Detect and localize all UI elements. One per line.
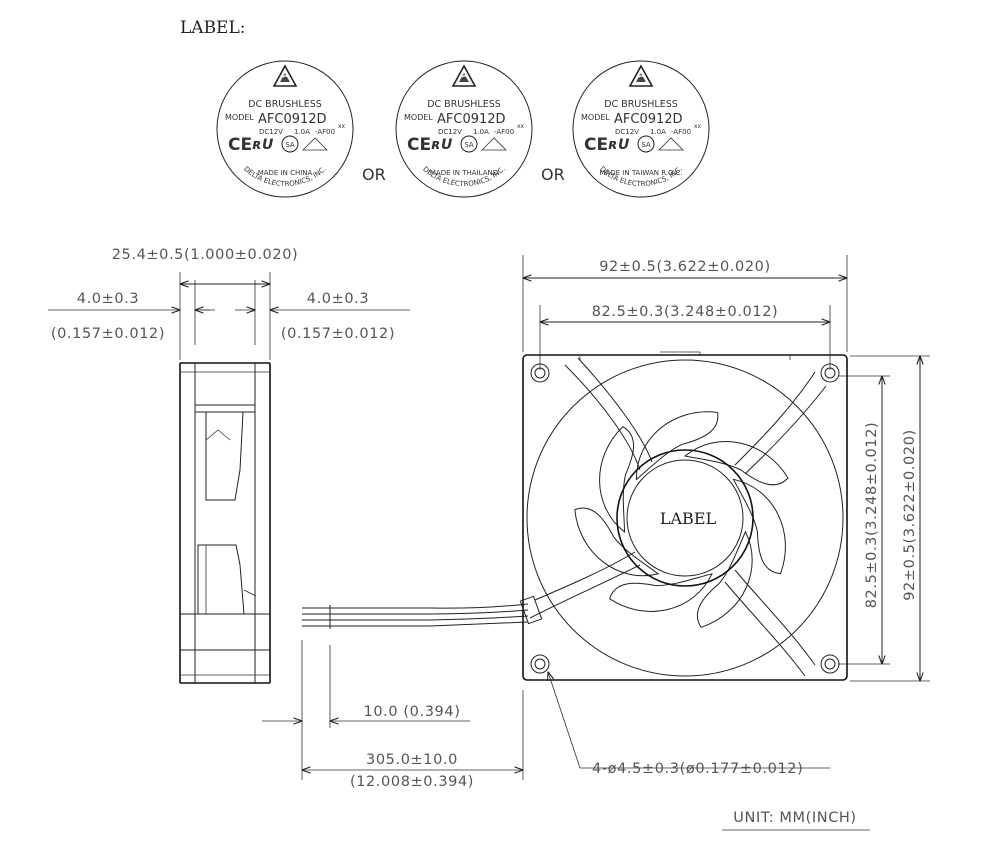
- right-flange-label: 4.0±0.3: [307, 291, 369, 307]
- mounting-hole-tl: [530, 363, 550, 383]
- origin-text: MADE IN CHINA: [258, 169, 313, 177]
- front-view: 92±0.5(3.622±0.020) 82.5±0.3(3.248±0.012…: [519, 255, 930, 777]
- delta-logo-icon: [452, 65, 476, 87]
- hole-spacing-v-label: 82.5±0.3(3.248±0.012): [864, 422, 880, 609]
- svg-text:CE: CE: [228, 135, 252, 155]
- marks-code: xx: [517, 123, 525, 130]
- product-code: -AF00: [315, 128, 335, 136]
- or-separator-1: OR: [362, 165, 386, 184]
- fan-frame: [522, 354, 848, 681]
- product-code: -AF00: [671, 128, 691, 136]
- mounting-hole-tr: [820, 363, 840, 383]
- model-number: AFC0912D: [437, 112, 506, 127]
- model-prefix: MODEL: [404, 113, 433, 122]
- delta-logo-icon: [273, 65, 297, 87]
- wire-length-inch-label: (12.008±0.394): [350, 774, 474, 790]
- left-flange-label: 4.0±0.3: [77, 291, 139, 307]
- rating-current: 1.0A: [650, 128, 666, 136]
- svg-text:ʀU: ʀU: [431, 137, 453, 153]
- mounting-hole-leader: [548, 672, 830, 769]
- rating-current: 1.0A: [473, 128, 489, 136]
- brand-line: DC BRUSHLESS: [427, 99, 501, 110]
- width-label: 92±0.5(3.622±0.020): [599, 259, 771, 275]
- strut-br: [724, 569, 816, 677]
- mounting-hole-br: [820, 654, 840, 674]
- delta-logo-icon: [629, 65, 653, 87]
- fan-housing-side: [179, 362, 271, 684]
- certification-marks-icon: CE ʀU SA: [228, 135, 328, 155]
- hub-label-text: LABEL: [660, 509, 717, 528]
- svg-text:SA: SA: [641, 141, 651, 149]
- strut-tl: [564, 357, 653, 471]
- svg-text:CE: CE: [407, 135, 431, 155]
- hub-label-area: [626, 459, 744, 577]
- brand-line: DC BRUSHLESS: [604, 99, 678, 110]
- model-number: AFC0912D: [614, 112, 683, 127]
- svg-text:ʀU: ʀU: [608, 137, 630, 153]
- origin-text: MADE IN THAILAND: [430, 169, 498, 177]
- or-separator-2: OR: [541, 165, 565, 184]
- wire-length-label: 305.0±10.0: [366, 752, 458, 768]
- svg-text:CE: CE: [584, 135, 608, 155]
- rating-current: 1.0A: [294, 128, 310, 136]
- model-number: AFC0912D: [258, 112, 327, 127]
- rating-voltage: DC12V: [259, 128, 283, 136]
- strut-wire-guide: [529, 551, 641, 619]
- origin-text: MADE IN TAIWAN R.O.C.: [599, 169, 682, 177]
- strip-length-label: 10.0 (0.394): [364, 704, 461, 720]
- marks-code: xx: [338, 123, 346, 130]
- svg-text:SA: SA: [464, 141, 474, 149]
- height-label: 92±0.5(3.622±0.020): [902, 429, 918, 601]
- hub-outer: [616, 449, 754, 587]
- lead-wire: 10.0 (0.394) 305.0±10.0 (12.008±0.394): [262, 603, 529, 790]
- left-flange-inch-label: (0.157±0.012): [51, 326, 165, 342]
- rating-voltage: DC12V: [438, 128, 462, 136]
- certification-marks-icon: CE ʀU SA: [407, 135, 507, 155]
- mounting-hole-bl: [530, 654, 550, 674]
- hole-spacing-h-label: 82.5±0.3(3.248±0.012): [592, 304, 779, 320]
- label-badge-thailand: DC BRUSHLESS MODEL AFC0912D DC12V 1.0A -…: [395, 60, 533, 198]
- strut-tr: [734, 371, 827, 475]
- right-flange-inch-label: (0.157±0.012): [281, 326, 395, 342]
- svg-text:SA: SA: [285, 141, 295, 149]
- rating-voltage: DC12V: [615, 128, 639, 136]
- mounting-holes-label: 4-ø4.5±0.3(ø0.177±0.012): [592, 761, 803, 777]
- label-badge-taiwan: DC BRUSHLESS MODEL AFC0912D DC12V 1.0A -…: [572, 60, 710, 198]
- product-code: -AF00: [494, 128, 514, 136]
- model-prefix: MODEL: [581, 113, 610, 122]
- label-heading: LABEL:: [180, 18, 246, 38]
- certification-marks-icon: CE ʀU SA: [584, 135, 684, 155]
- wire-clip: [519, 595, 543, 625]
- side-view: 25.4±0.5(1.000±0.020) 4.0±0.3 (0.157±0.0…: [48, 247, 410, 684]
- unit-note: UNIT: MM(INCH): [733, 810, 856, 826]
- label-badge-china: DC BRUSHLESS MODEL AFC0912D DC12V 1.0A -…: [216, 60, 354, 198]
- brand-line: DC BRUSHLESS: [248, 99, 322, 110]
- overall-thickness-label: 25.4±0.5(1.000±0.020): [112, 247, 299, 263]
- marks-code: xx: [694, 123, 702, 130]
- model-prefix: MODEL: [225, 113, 254, 122]
- venturi-ring: [526, 359, 844, 677]
- svg-text:ʀU: ʀU: [252, 137, 274, 153]
